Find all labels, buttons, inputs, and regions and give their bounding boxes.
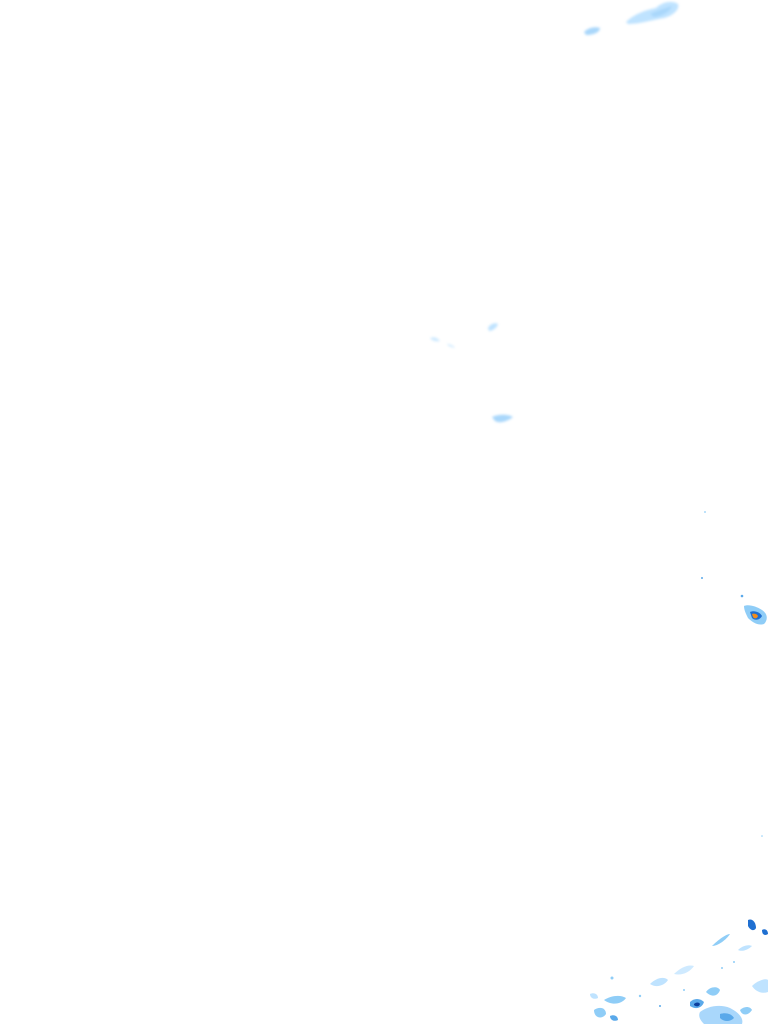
- precip-echo-top-right: [584, 1, 679, 35]
- precip-echo-right-storm: [701, 511, 767, 625]
- precip-echo-center: [430, 323, 513, 423]
- precip-echo-bottom-right: [590, 835, 768, 1024]
